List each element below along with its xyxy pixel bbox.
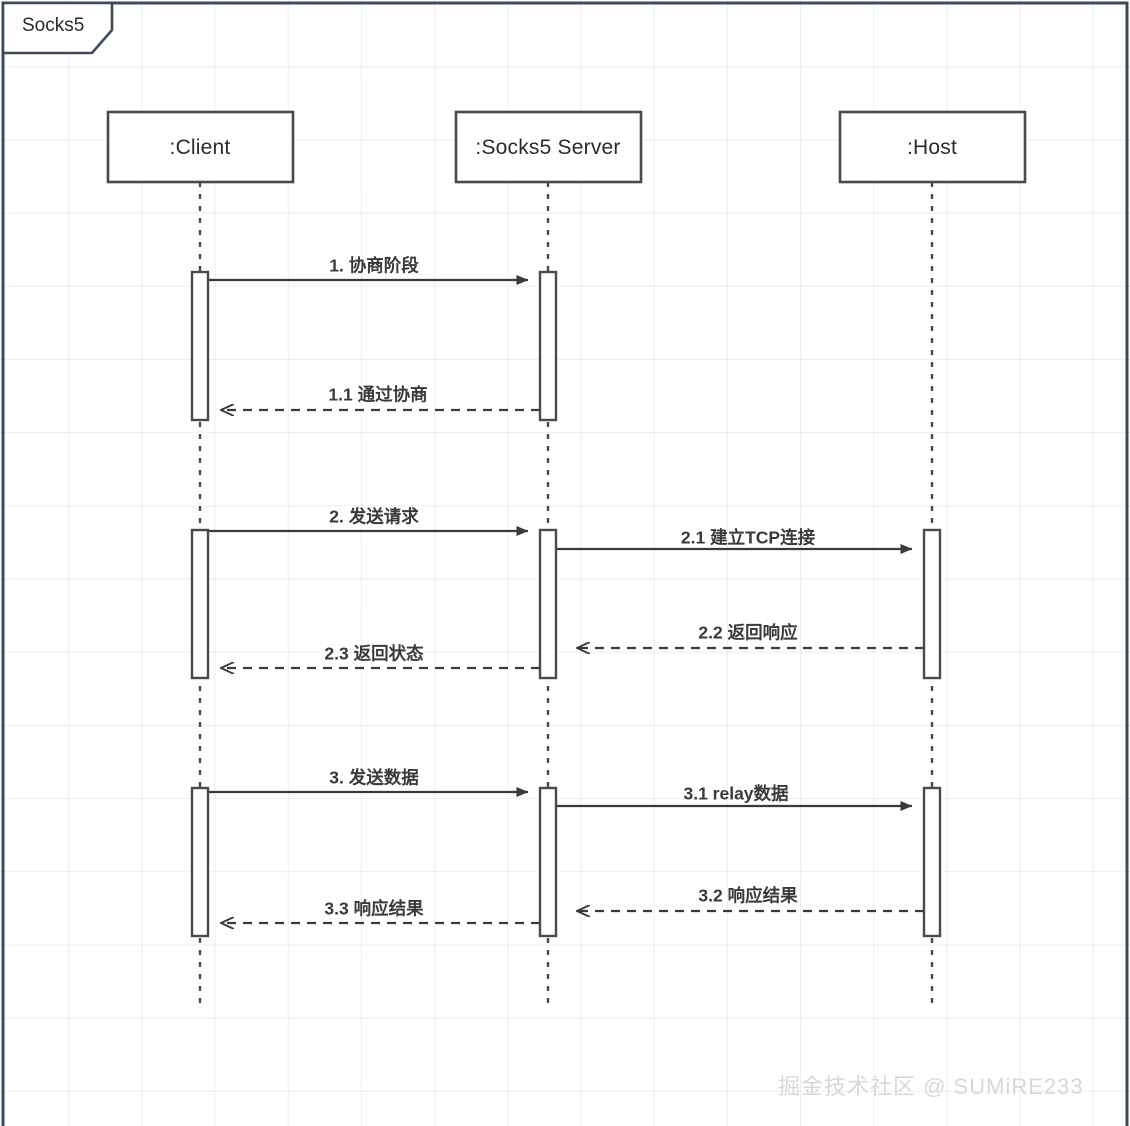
actor-label-host: :Host	[906, 136, 958, 159]
message-label-m3: 3. 发送数据	[329, 767, 419, 788]
actor-box-client[interactable]	[106, 110, 295, 184]
frame-title-tab	[1, 1, 114, 55]
actor-label-server: :Socks5 Server	[475, 136, 621, 159]
actor-label-client: :Client	[169, 136, 231, 159]
message-label-m1: 1. 协商阶段	[329, 255, 419, 276]
activation-bar-server-3[interactable]	[538, 528, 558, 680]
frame-title-label: Socks5	[22, 15, 85, 36]
actor-box-host[interactable]	[838, 110, 1027, 184]
message-label-m3_3: 3.3 响应结果	[324, 898, 424, 919]
message-label-m3_1: 3.1 relay数据	[683, 783, 789, 804]
activation-bar-host-7[interactable]	[922, 786, 942, 938]
messages-group	[208, 275, 924, 923]
message-label-m1_1: 1.1 通过协商	[328, 384, 428, 405]
message-label-m3_2: 3.2 响应结果	[698, 885, 798, 906]
actor-box-server[interactable]	[454, 110, 643, 184]
message-label-m2_1: 2.1 建立TCP连接	[680, 527, 816, 548]
activation-bar-host-4[interactable]	[922, 528, 942, 680]
activation-bar-client-0[interactable]	[190, 270, 210, 422]
lifelines-group	[198, 182, 934, 1005]
activation-bar-client-2[interactable]	[190, 528, 210, 680]
actor-boxes-group	[106, 110, 1027, 184]
message-label-m2: 2. 发送请求	[329, 506, 419, 527]
activations-group	[190, 270, 942, 938]
message-label-m2_2: 2.2 返回响应	[698, 622, 798, 643]
message-label-m2_3: 2.3 返回状态	[324, 643, 424, 664]
activation-bar-server-6[interactable]	[538, 786, 558, 938]
watermark-label: 掘金技术社区 @ SUMiRE233	[778, 1074, 1084, 1099]
activation-bar-client-5[interactable]	[190, 786, 210, 938]
activation-bar-server-1[interactable]	[538, 270, 558, 422]
